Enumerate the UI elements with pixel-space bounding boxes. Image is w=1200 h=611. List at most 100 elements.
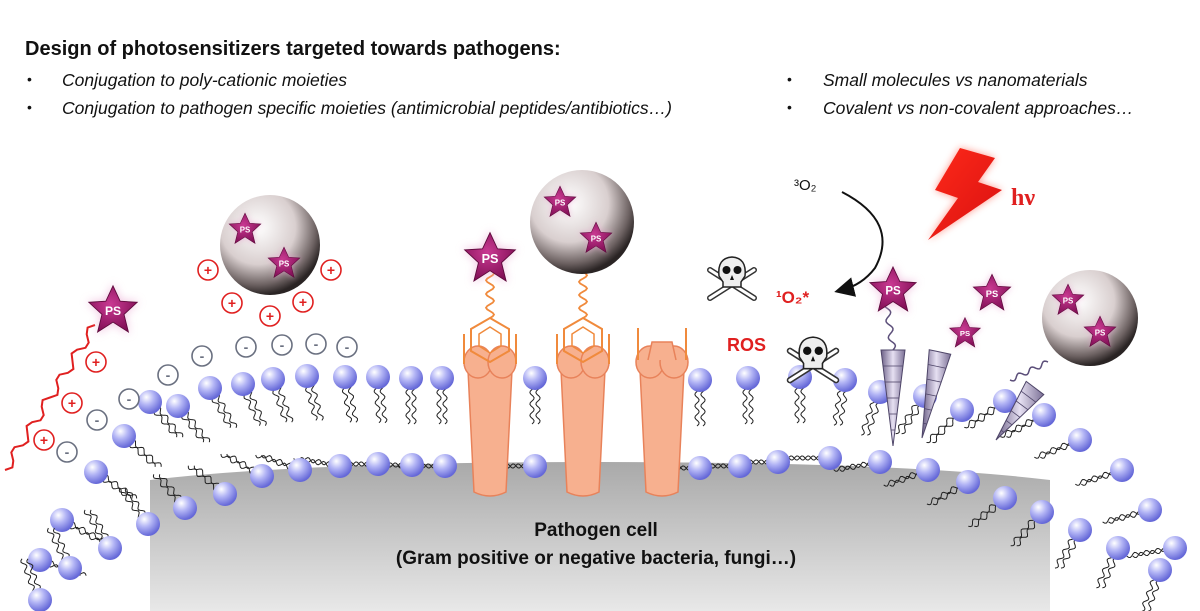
lipid-head bbox=[1068, 518, 1092, 542]
ion-sign: + bbox=[68, 395, 76, 411]
cation-icon: + bbox=[320, 259, 342, 281]
ion-sign: - bbox=[244, 339, 249, 355]
lipid-head bbox=[523, 366, 547, 390]
nanoparticle-sphere bbox=[220, 195, 320, 295]
lipid-head bbox=[333, 365, 357, 389]
nanoparticle bbox=[530, 170, 634, 274]
ps-star-icon: PS bbox=[578, 220, 614, 254]
cation-icon: + bbox=[85, 351, 107, 373]
diagram-heading: Design of photosensitizers targeted towa… bbox=[25, 38, 561, 60]
lipid-head bbox=[231, 372, 255, 396]
light-bolt-icon bbox=[928, 148, 1002, 240]
lipid-head bbox=[1068, 428, 1092, 452]
ion-sign: - bbox=[345, 339, 350, 355]
ion-sign: + bbox=[228, 295, 236, 311]
ion-sign: + bbox=[266, 308, 274, 324]
anion-icon: - bbox=[305, 333, 327, 355]
star-body bbox=[228, 212, 262, 245]
star-body bbox=[543, 185, 577, 218]
lipid-head bbox=[1148, 558, 1172, 582]
ps-star-icon: PS bbox=[542, 184, 578, 218]
ps-label: PS bbox=[1063, 296, 1074, 305]
membrane-receptors bbox=[463, 269, 689, 497]
lipid-head bbox=[833, 368, 857, 392]
ps-label: PS bbox=[1095, 328, 1106, 337]
lipid-head bbox=[366, 365, 390, 389]
nanoparticle-sphere bbox=[1042, 270, 1138, 366]
ps-star-icon: PS bbox=[867, 264, 919, 314]
star-body bbox=[948, 316, 982, 348]
lipid-head bbox=[688, 456, 712, 480]
lipid-head bbox=[1110, 458, 1134, 482]
star-body bbox=[579, 221, 613, 254]
star-body bbox=[463, 231, 517, 283]
lipid-head bbox=[295, 364, 319, 388]
ion-sign: - bbox=[314, 336, 319, 352]
lipid-head bbox=[736, 366, 760, 390]
ion-sign: + bbox=[299, 294, 307, 310]
nanoparticle bbox=[220, 195, 320, 295]
star-body bbox=[87, 284, 139, 333]
ion-sign: + bbox=[204, 262, 212, 278]
lipid-head bbox=[399, 366, 423, 390]
cation-icon: + bbox=[259, 305, 281, 327]
lipid-head bbox=[112, 424, 136, 448]
lipid-head bbox=[1163, 536, 1187, 560]
star-body bbox=[868, 265, 918, 312]
lipid-head bbox=[250, 464, 274, 488]
anion-icon: - bbox=[191, 345, 213, 367]
ps-star-icon: PS bbox=[948, 316, 982, 349]
cation-icon: + bbox=[61, 392, 83, 414]
oxygen-conversion-arrow bbox=[834, 191, 884, 297]
ros-label: ROS bbox=[727, 335, 766, 355]
photosensitizer-agents: PS PS PS PS PS PS PS PS PS PS PS bbox=[4, 170, 1138, 471]
bullet-right-2: Covalent vs non-covalent approaches… bbox=[823, 98, 1134, 118]
lipid-head bbox=[1030, 500, 1054, 524]
lipid-head bbox=[523, 454, 547, 478]
bullet-dot: • bbox=[27, 99, 32, 115]
star-body bbox=[1051, 283, 1085, 316]
ps-star-icon: PS bbox=[1082, 314, 1118, 348]
lipid-head bbox=[288, 458, 312, 482]
ion-sign: + bbox=[40, 432, 48, 448]
lipid-head bbox=[84, 460, 108, 484]
lipid-head bbox=[261, 367, 285, 391]
ion-sign: - bbox=[166, 367, 171, 383]
nanoparticle-sphere bbox=[530, 170, 634, 274]
lipid-head bbox=[58, 556, 82, 580]
star-body bbox=[267, 246, 301, 279]
anion-icon: - bbox=[336, 336, 358, 358]
ps-star-icon: PS bbox=[86, 283, 140, 335]
bullet-left-2: Conjugation to pathogen specific moietie… bbox=[62, 98, 672, 118]
skull-crossbones-icon bbox=[707, 256, 757, 301]
bullet-right-1: Small molecules vs nanomaterials bbox=[823, 70, 1088, 90]
lipid-head bbox=[688, 368, 712, 392]
cation-icon: + bbox=[33, 429, 55, 451]
anion-icon: - bbox=[86, 409, 108, 431]
nanocone-icon bbox=[995, 380, 1045, 441]
lipid-head bbox=[138, 390, 162, 414]
anion-icon: - bbox=[235, 336, 257, 358]
ps-label: PS bbox=[240, 225, 251, 234]
ps-star-icon: PS bbox=[971, 272, 1013, 312]
lipid-bilayer bbox=[20, 364, 1187, 611]
ps-label: PS bbox=[555, 198, 566, 207]
lipid-head bbox=[366, 452, 390, 476]
ps-label: PS bbox=[279, 259, 290, 268]
ps-label: PS bbox=[960, 329, 970, 338]
ion-sign: - bbox=[200, 348, 205, 364]
lipid-head bbox=[433, 454, 457, 478]
lipid-head bbox=[98, 536, 122, 560]
ps-star-icon: PS bbox=[462, 230, 518, 284]
ps-label: PS bbox=[885, 286, 901, 298]
lipid-head bbox=[166, 394, 190, 418]
bullet-dot: • bbox=[787, 71, 792, 87]
lipid-head bbox=[818, 446, 842, 470]
lipid-head bbox=[328, 454, 352, 478]
nanocone-icon bbox=[921, 349, 952, 439]
cation-icon: + bbox=[221, 292, 243, 314]
polycationic-chain bbox=[4, 324, 96, 471]
lipid-head bbox=[173, 496, 197, 520]
ion-sign: - bbox=[95, 412, 100, 428]
